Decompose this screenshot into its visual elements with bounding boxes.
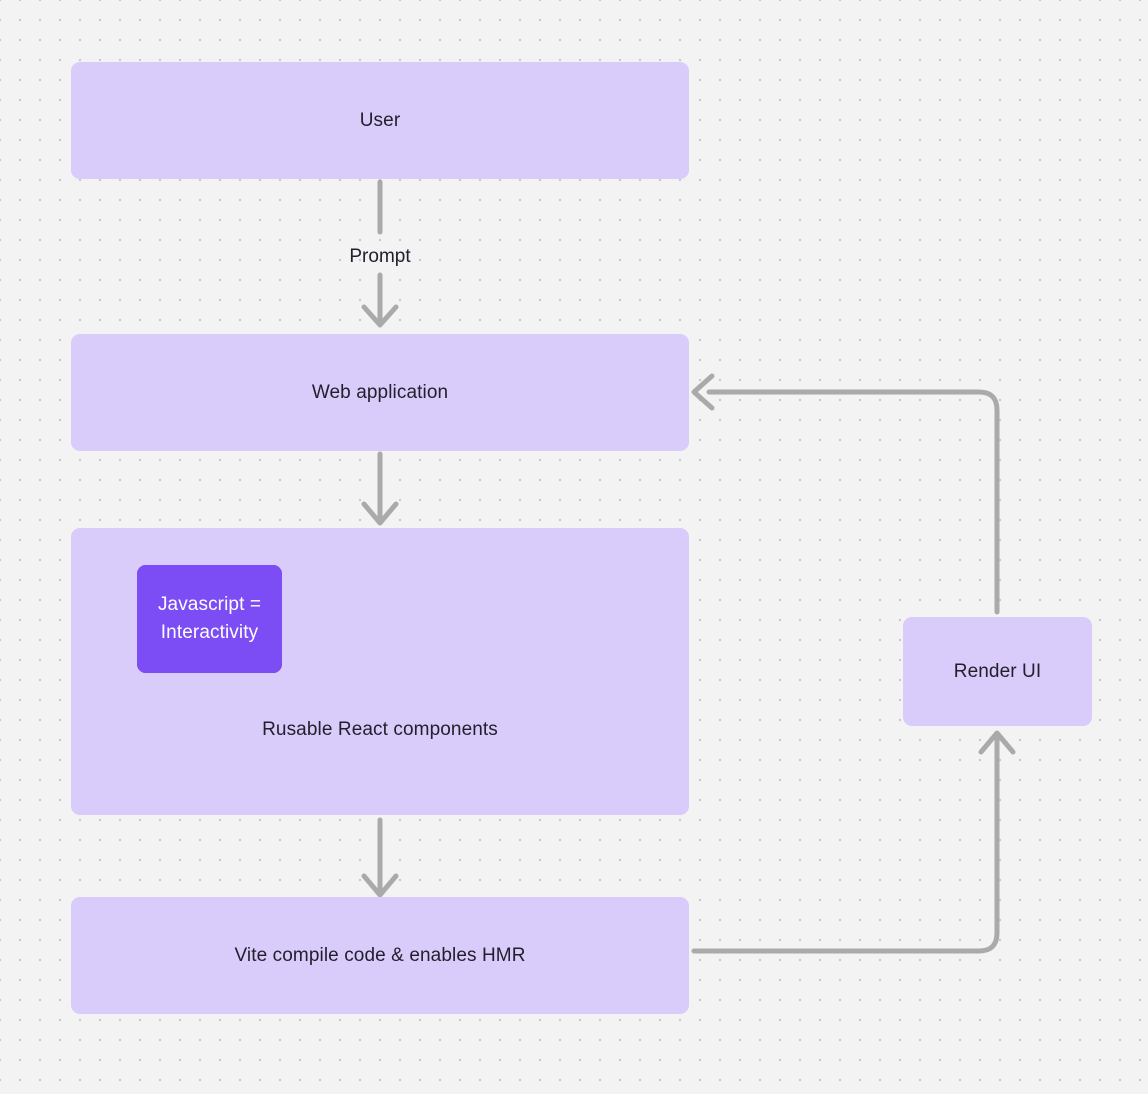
- node-vite-label: Vite compile code & enables HMR: [234, 944, 526, 966]
- node-vite[interactable]: Vite compile code & enables HMR: [71, 897, 689, 1014]
- edge-webapp-to-components-arrowhead: [361, 501, 399, 526]
- edge-vite-to-render-line: [691, 732, 1000, 954]
- edge-components-to-vite: [361, 817, 399, 898]
- chip-javascript[interactable]: Javascript = Interactivity: [137, 565, 282, 673]
- node-web-application-label: Web application: [311, 381, 449, 403]
- edge-render-to-webapp-line: [706, 389, 1000, 615]
- edge-render-to-webapp-arrowhead: [691, 373, 715, 411]
- node-user-label: User: [359, 109, 401, 131]
- chip-javascript-line-1: Javascript =: [157, 593, 262, 615]
- edge-user-to-webapp-arrowhead: [361, 304, 399, 328]
- edge-vite-to-render-arrowhead: [978, 730, 1016, 755]
- node-render-ui-label: Render UI: [953, 660, 1042, 682]
- node-user[interactable]: User: [71, 62, 689, 179]
- edge-webapp-to-components: [361, 451, 399, 526]
- components-inner-layout: HTML = structure CSS = Styles & Layouts …: [71, 528, 689, 815]
- chip-javascript-line-2: Interactivity: [160, 622, 259, 643]
- components-caption: Rusable React components: [262, 719, 498, 740]
- edge-render-to-webapp: [691, 373, 1000, 615]
- edge-vite-to-render: [691, 730, 1016, 954]
- edge-label-prompt: Prompt: [349, 246, 411, 267]
- edge-components-to-vite-arrowhead: [361, 873, 399, 898]
- node-react-components-group[interactable]: HTML = structure CSS = Styles & Layouts …: [71, 528, 689, 815]
- node-web-application[interactable]: Web application: [71, 334, 689, 451]
- node-render-ui[interactable]: Render UI: [903, 617, 1092, 726]
- chip-javascript-text: Javascript = Interactivity: [158, 591, 261, 648]
